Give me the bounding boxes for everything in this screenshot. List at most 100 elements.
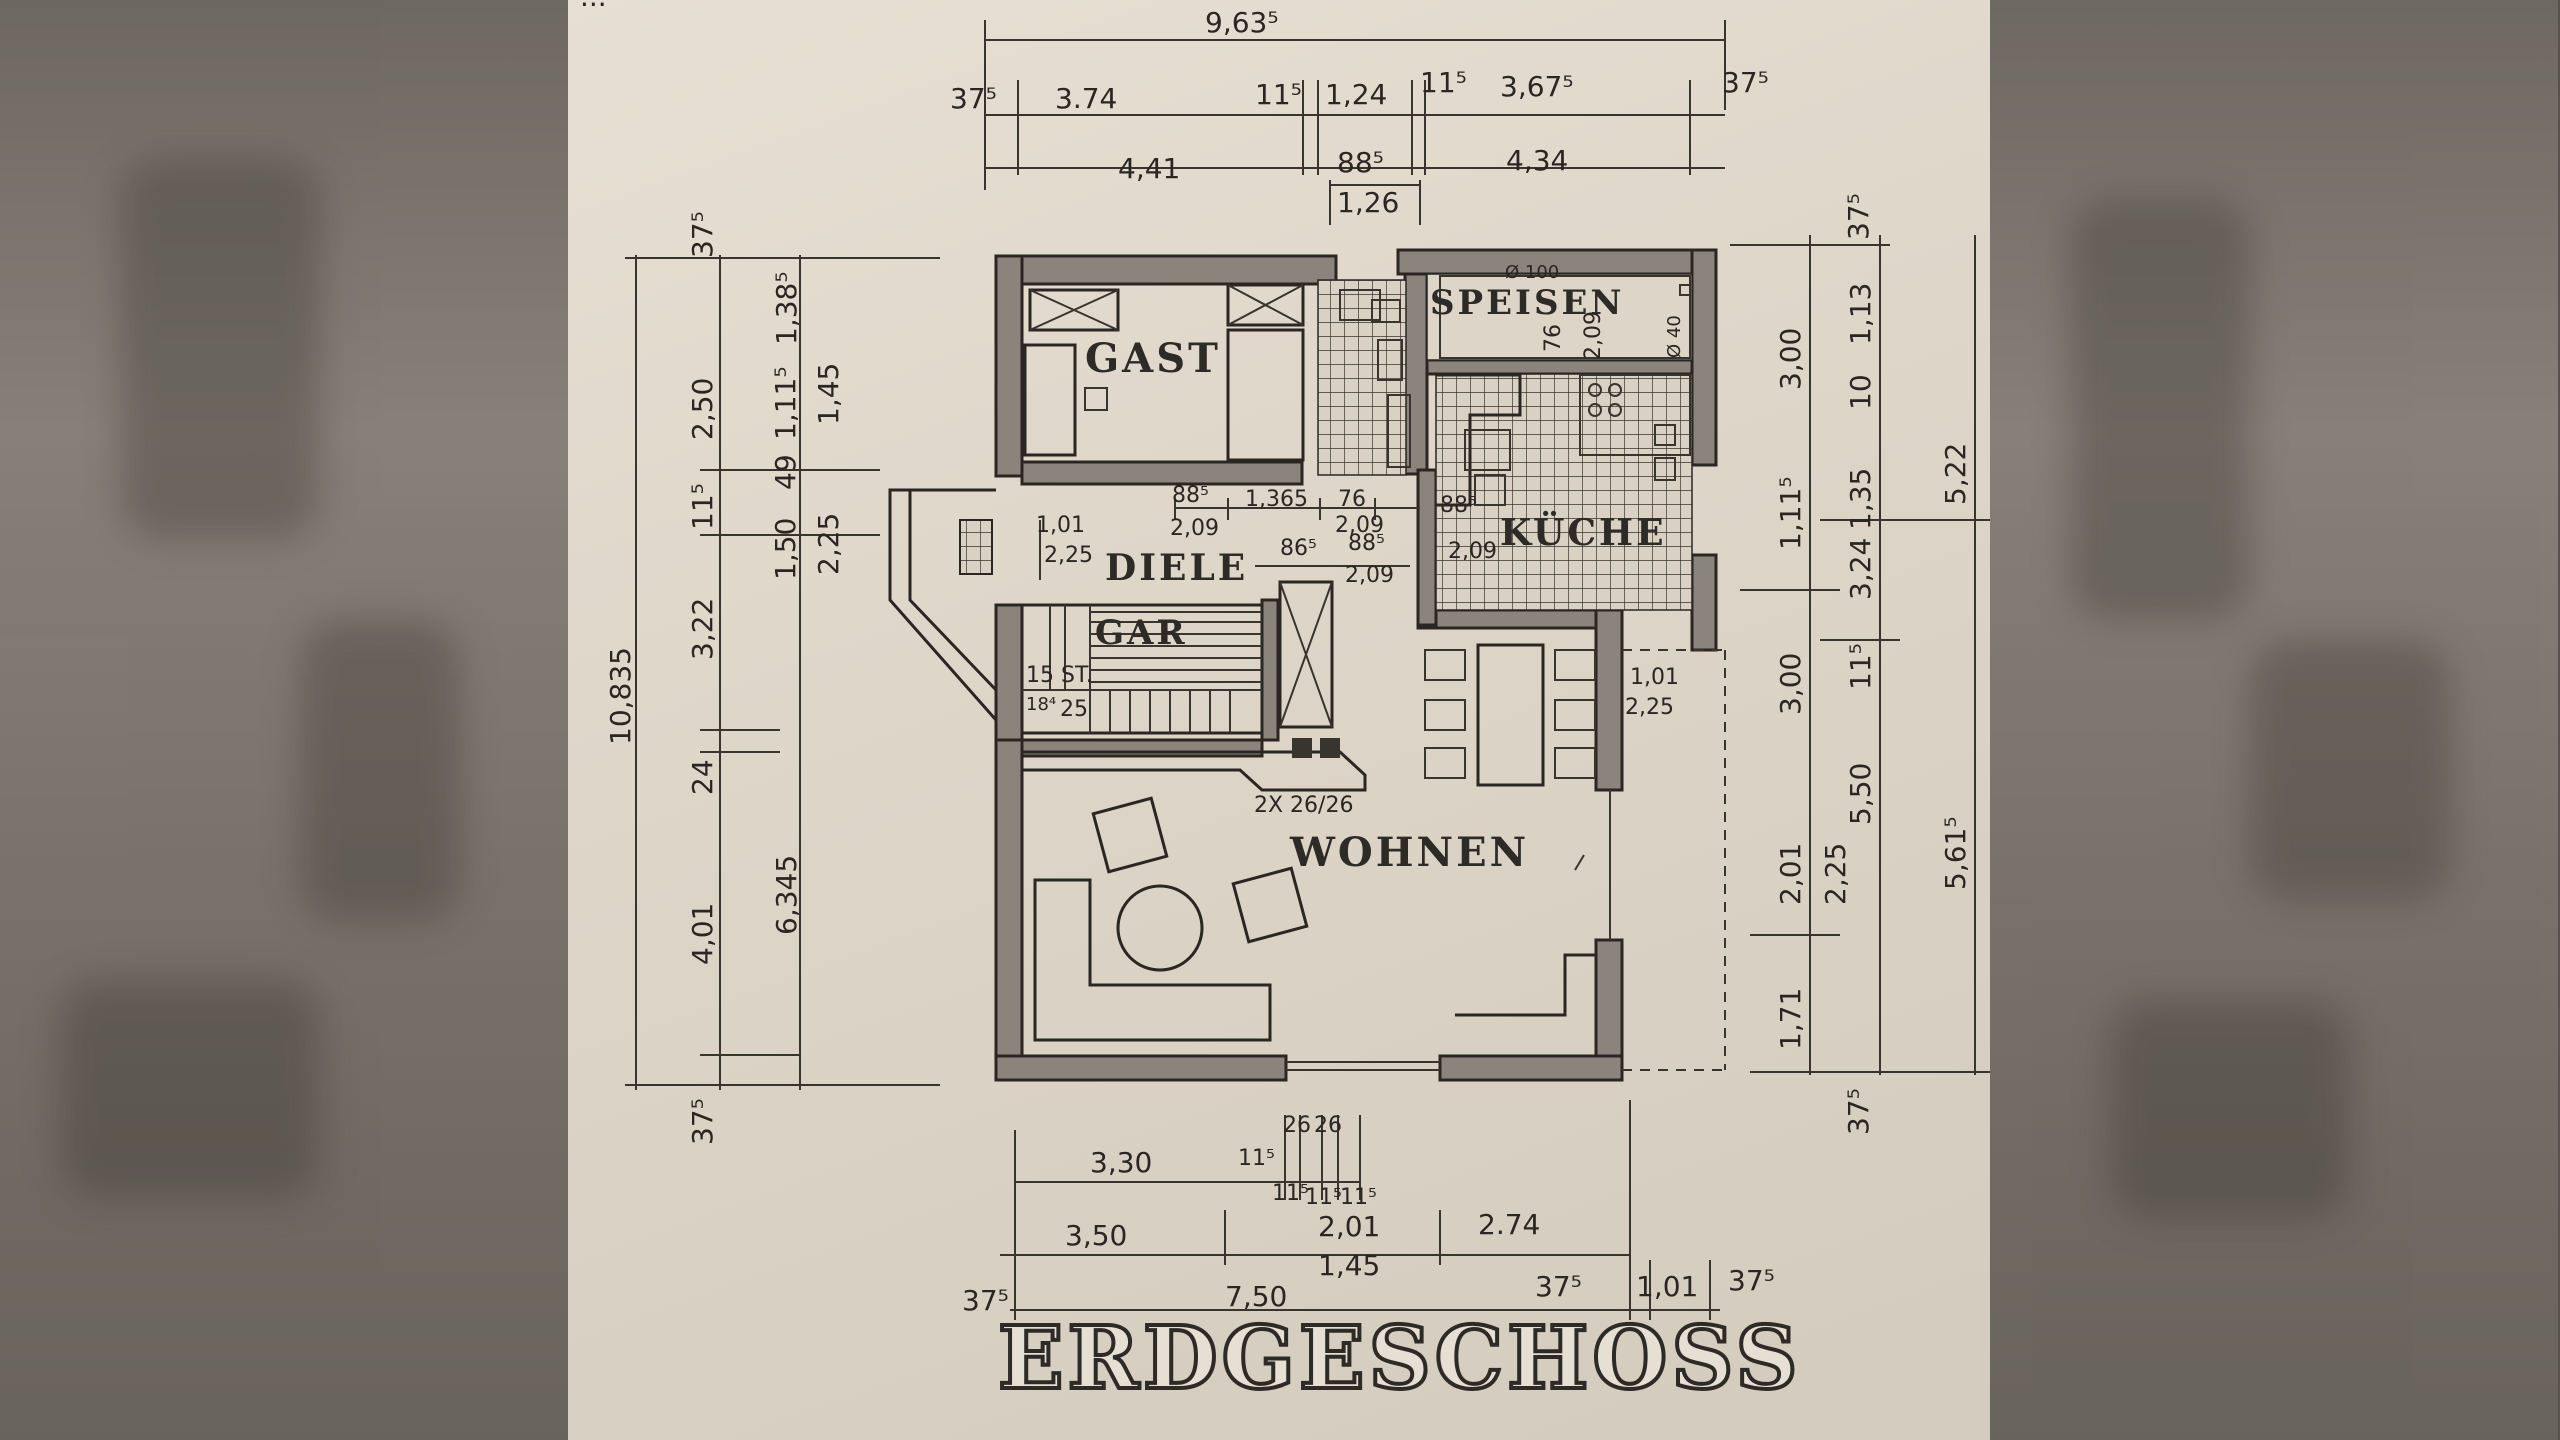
- dim-top-r1-f: 3,67⁵: [1500, 70, 1574, 103]
- dim-bottom-r2-a: 3,50: [1065, 1219, 1127, 1252]
- inner-d11: 2,09: [1448, 539, 1497, 564]
- inner-d3: 76: [1338, 487, 1366, 512]
- dim-bottom-r3-a: 1,45: [1318, 1249, 1380, 1282]
- dim-bottom-r4-b: 7,50: [1225, 1280, 1287, 1313]
- dim-left-c1-d: 3,22: [686, 598, 719, 660]
- inner-d6: 1,01: [1036, 513, 1085, 538]
- dim-bottom-r4-a: 37⁵: [962, 1284, 1009, 1317]
- dim-bottom-r1s-a: 11⁵: [1272, 1181, 1309, 1206]
- diele-entrance: [888, 488, 1041, 721]
- left-dimension-lines: [625, 255, 940, 1090]
- inner-d17: 18⁴: [1026, 694, 1056, 715]
- blurred-left-background: [0, 0, 568, 1440]
- dim-left-c3-d: 6,345: [770, 855, 803, 935]
- staircase: [1020, 603, 1264, 735]
- plan-title: ERDGESCHOSS: [998, 1308, 1802, 1409]
- dim-right-c2-e: 11⁵: [1844, 643, 1877, 690]
- dim-bottom-r4-e: 37⁵: [1728, 1264, 1775, 1297]
- inner-d22: 88⁵: [1440, 493, 1477, 518]
- room-label-wohnen: WOHNEN: [1289, 829, 1529, 876]
- inner-dimensions: [1174, 498, 1420, 567]
- dim-right-c2-d: 3,24: [1844, 538, 1877, 600]
- dim-left-c2-b: 49: [769, 454, 802, 490]
- inner-d1: 88⁵: [1172, 483, 1209, 508]
- inner-d8: 86⁵: [1280, 536, 1317, 561]
- room-label-gast: GAST: [1085, 335, 1221, 382]
- gast-furniture: [1023, 283, 1305, 462]
- dim-top-r3-a: 1,26: [1337, 186, 1399, 219]
- inner-d20: 2,25: [1625, 695, 1674, 720]
- bath-fixtures: [1339, 289, 1411, 468]
- dim-left-c1-b: 2,50: [686, 378, 719, 440]
- inner-d21: 2X 26/26: [1254, 793, 1353, 818]
- bottom-dim-texts: 3,30 11⁵ 26 26 11⁵ 11⁵ 11⁵ 3,50 2,01 2.7…: [962, 1113, 1775, 1317]
- chimney: [1022, 580, 1367, 792]
- dim-top-r1-c: 11⁵: [1255, 78, 1302, 111]
- kitchen-fixtures: [1436, 275, 1691, 507]
- inner-d18: 25: [1060, 697, 1088, 722]
- dim-left-c3-b: 1,45: [812, 363, 845, 425]
- dim-left-c2-a: 1,11⁵: [769, 366, 802, 440]
- dim-left-c3-a: 1,38⁵: [770, 271, 803, 345]
- room-label-speisen: SPEISEN: [1430, 283, 1625, 323]
- dim-bottom-r2-c: 2.74: [1478, 1208, 1540, 1241]
- dim-right-c3-c: 5,61⁵: [1939, 816, 1972, 890]
- blurred-right-background: [1990, 0, 2558, 1440]
- dim-top-overall: 9,63⁵: [1205, 6, 1279, 39]
- dim-left-overall: 10,835: [604, 647, 637, 745]
- kitchen-tile-area: [1435, 373, 1693, 611]
- dim-right-c3-a: 37⁵: [1842, 193, 1875, 240]
- dim-bottom-r4-d: 1,01: [1636, 1270, 1698, 1303]
- inner-d2: 1,365: [1245, 487, 1308, 512]
- inner-d10: 2,09: [1345, 563, 1394, 588]
- dining-set: [1424, 643, 1596, 787]
- dim-top-r1-g: 37⁵: [1722, 66, 1769, 99]
- dim-bottom-r1s-c: 11⁵: [1340, 1185, 1377, 1210]
- dim-right-c3-b: 5,22: [1939, 443, 1972, 505]
- dim-right-c1-e: 1,71: [1774, 988, 1807, 1050]
- room-label-kueche: KÜCHE: [1500, 511, 1667, 554]
- inner-d12: 76: [1541, 324, 1566, 352]
- top-cut-text: ...: [580, 0, 607, 13]
- inner-d5: 2,09: [1335, 513, 1384, 538]
- room-label-gar: GAR: [1095, 613, 1188, 653]
- dim-left-c3-c: 2,25: [812, 513, 845, 575]
- dim-right-c2-a: 1,13: [1844, 283, 1877, 345]
- dim-left-c2-c: 1,50: [769, 518, 802, 580]
- dim-top-r1-d: 1,24: [1325, 78, 1387, 111]
- inner-d19: 1,01: [1630, 665, 1679, 690]
- dim-bottom-r1-d: 26: [1314, 1113, 1342, 1138]
- dim-right-c1-c: 3,00: [1774, 653, 1807, 715]
- inner-d13: 2,09: [1581, 311, 1606, 360]
- dim-top-r1-e: 11⁵: [1420, 66, 1467, 99]
- dim-top-r1-b: 3.74: [1055, 82, 1117, 115]
- dim-top-r2-a: 4,41: [1118, 152, 1180, 185]
- inner-d15: Ø 40: [1664, 315, 1685, 358]
- top-dimension-lines: [984, 20, 1726, 225]
- inner-d9: 88⁵: [1348, 531, 1385, 556]
- dim-top-r2-b: 88⁵: [1337, 146, 1384, 179]
- dim-bottom-r1s-b: 11⁵: [1305, 1185, 1342, 1210]
- dim-right-c2-f: 5,50: [1844, 763, 1877, 825]
- dim-bottom-r4-c: 37⁵: [1535, 1270, 1582, 1303]
- dim-right-c2-g: 2,25: [1819, 843, 1852, 905]
- dim-left-c1-g: 37⁵: [686, 1098, 719, 1145]
- room-label-diele: DIELE: [1105, 547, 1248, 589]
- dim-right-c1-d: 2,01: [1774, 843, 1807, 905]
- inner-d14: Ø 100: [1505, 262, 1559, 283]
- speisen-floor: [1426, 273, 1693, 361]
- left-dim-texts: 37⁵ 2,50 11⁵ 3,22 24 4,01 37⁵ 1,11⁵ 49 1…: [604, 211, 845, 1145]
- dim-left-c1-c: 11⁵: [686, 483, 719, 530]
- dim-right-c2-c: 1,35: [1844, 468, 1877, 530]
- dim-top-r2-c: 4,34: [1506, 144, 1568, 177]
- dim-left-c1-e: 24: [686, 759, 719, 795]
- right-dimension-lines: [1730, 235, 1990, 1075]
- inner-d16: 15 ST.: [1026, 663, 1093, 688]
- dim-bottom-r1-a: 3,30: [1090, 1146, 1152, 1179]
- dim-right-c2-b: 10: [1844, 374, 1877, 410]
- bottom-dimension-lines: [1000, 1100, 1720, 1320]
- dim-bottom-r2-b: 2,01: [1318, 1210, 1380, 1243]
- dim-bottom-r1-c: 26: [1283, 1113, 1311, 1138]
